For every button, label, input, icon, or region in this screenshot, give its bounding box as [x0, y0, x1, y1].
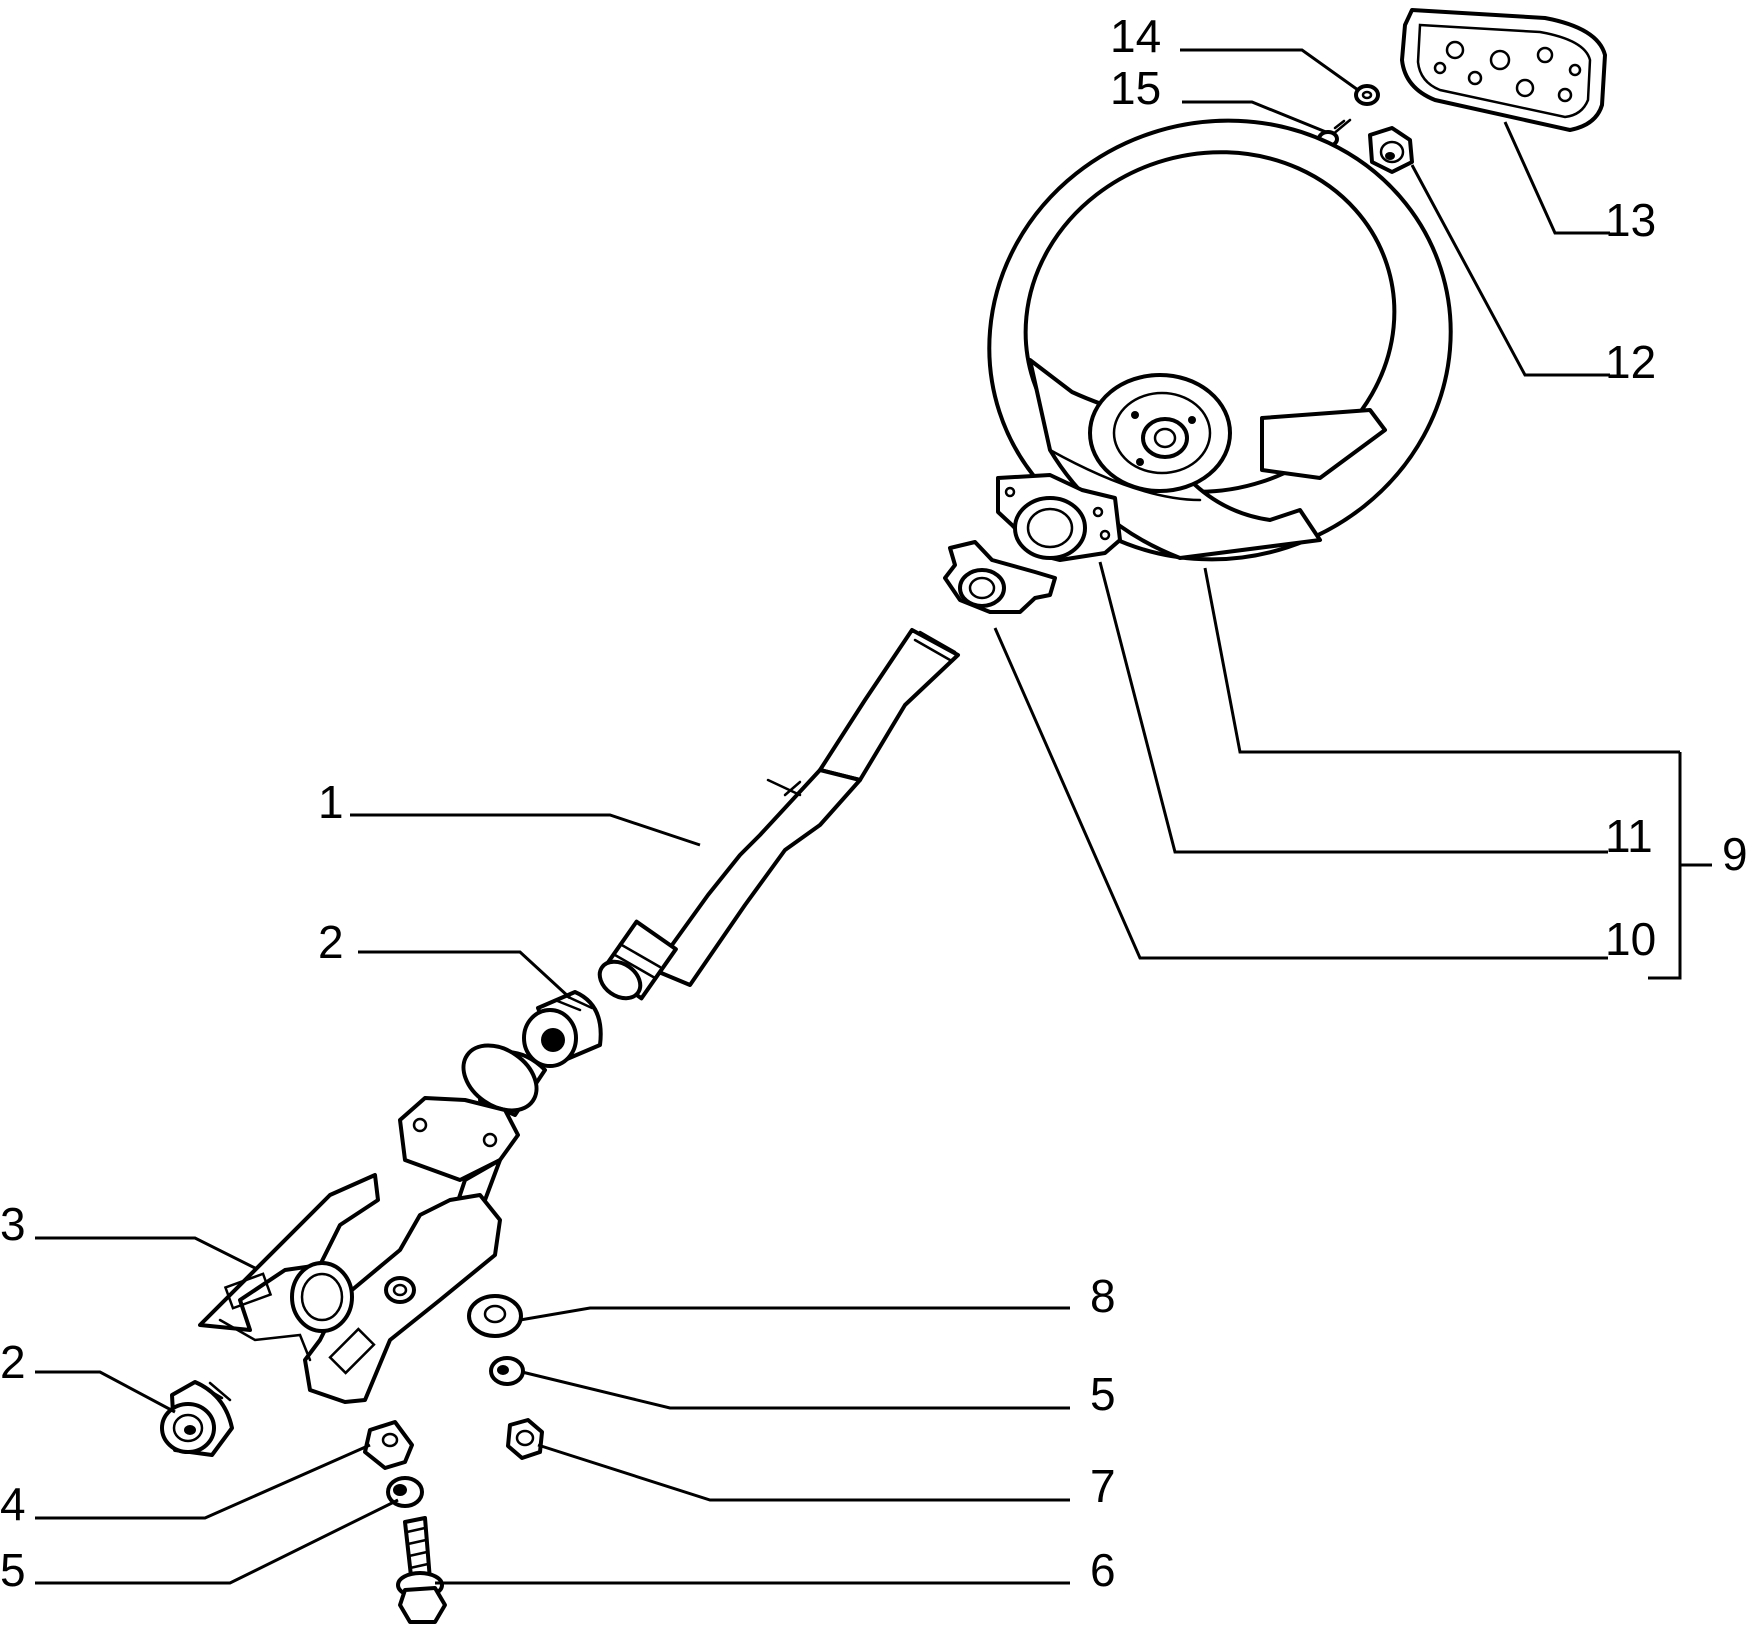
part-bearing-lower [160, 1380, 234, 1457]
callout-12: 12 [1605, 336, 1656, 388]
callout-15: 15 [1110, 62, 1161, 114]
callout-14: 14 [1110, 10, 1161, 62]
leader-1 [350, 813, 701, 847]
part-switch-housing [996, 473, 1122, 562]
part-horn-pad [1400, 8, 1607, 132]
callout-5-upper: 5 [1090, 1368, 1116, 1420]
callout-numbers: 1 2 3 2 4 5 6 7 5 8 9 10 11 12 13 14 15 [0, 10, 1748, 1596]
part-wheel-nut [1368, 126, 1414, 174]
leader-2-lower [35, 1370, 176, 1414]
leader-8 [519, 1306, 1070, 1322]
leader-5-lower [35, 1498, 399, 1585]
part-contact-plate [943, 540, 1057, 614]
callout-9: 9 [1722, 828, 1748, 880]
callout-4: 4 [0, 1478, 26, 1530]
part-spring-washer-lower [386, 1476, 424, 1508]
leader-11 [1098, 561, 1608, 854]
part-hex-nut [506, 1418, 544, 1460]
part-flat-washer [467, 1294, 523, 1338]
leader-9-wheel [1203, 567, 1680, 754]
callout-8: 8 [1090, 1270, 1116, 1322]
part-spring-washer-upper [489, 1356, 525, 1386]
callout-6: 6 [1090, 1544, 1116, 1596]
callout-5-lower: 5 [0, 1544, 26, 1596]
part-bolt [396, 1516, 447, 1624]
part-washer-small [1354, 84, 1380, 106]
callout-3: 3 [0, 1198, 26, 1250]
leader-10 [993, 627, 1608, 960]
callout-10: 10 [1605, 913, 1656, 965]
part-steering-shaft [597, 628, 960, 1001]
leader-4 [35, 1443, 371, 1520]
callout-7: 7 [1090, 1460, 1116, 1512]
leader-15 [1182, 100, 1327, 134]
leader-5-upper [521, 1370, 1070, 1410]
leader-2-upper [358, 950, 572, 1000]
part-clip-nut [363, 1420, 414, 1470]
leader-13 [1503, 121, 1610, 235]
callout-2-lower: 2 [0, 1336, 26, 1388]
callout-11: 11 [1605, 810, 1653, 862]
leader-7 [537, 1443, 1070, 1502]
part-bearing-upper [522, 990, 603, 1068]
leader-12 [1410, 164, 1610, 377]
callout-13: 13 [1605, 194, 1656, 246]
leader-lines [35, 48, 1712, 1585]
leader-3 [35, 1236, 256, 1270]
callout-1: 1 [318, 776, 344, 828]
leader-14 [1180, 48, 1359, 92]
callout-2-upper: 2 [318, 916, 344, 968]
part-column-bracket [198, 1043, 547, 1404]
leader-9-bracket [1648, 752, 1682, 980]
